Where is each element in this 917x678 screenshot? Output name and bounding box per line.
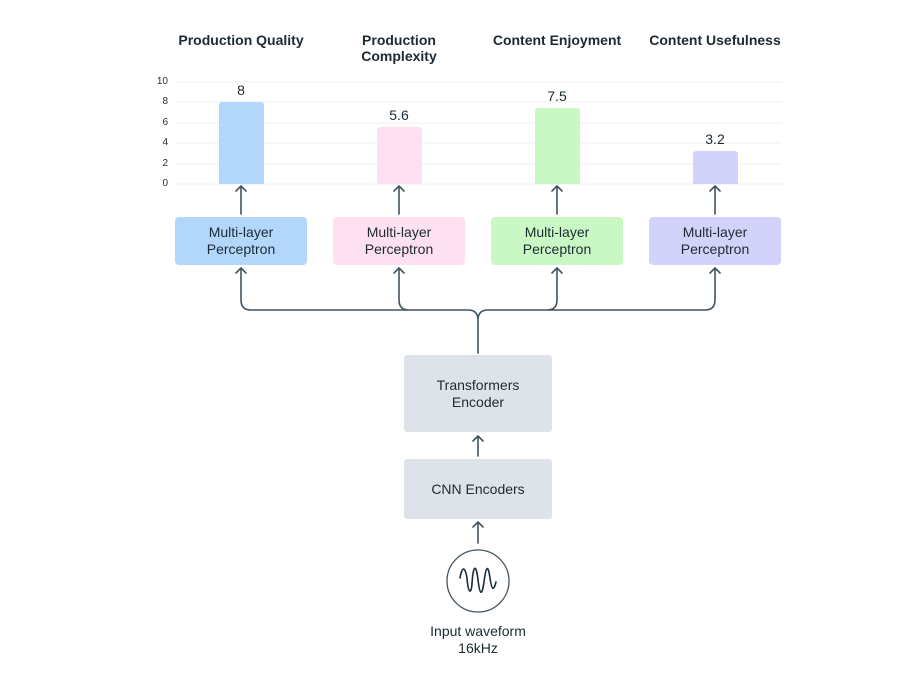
mlp-box-content-enjoyment: Multi-layer Perceptron — [491, 217, 623, 265]
input-waveform-label: Input waveform 16kHz — [430, 623, 526, 656]
arrow-mlp2-to-bar — [393, 185, 405, 215]
bar-value-content-usefulness: 3.2 — [705, 131, 725, 148]
heading-production-complexity: Production Complexity — [361, 32, 437, 64]
mlp-box-production-complexity: Multi-layer Perceptron — [333, 217, 465, 265]
y-tick-10: 10 — [156, 76, 168, 87]
arrow-mlp1-to-bar — [235, 185, 247, 215]
waveform-icon — [459, 567, 497, 594]
bar-production-complexity — [377, 126, 422, 184]
bar-production-quality — [219, 102, 264, 184]
y-tick-4: 4 — [162, 137, 168, 148]
heading-production-quality: Production Quality — [178, 32, 304, 48]
y-tick-2: 2 — [162, 158, 168, 169]
heading-content-usefulness: Content Usefulness — [649, 32, 781, 48]
arrow-mlp3-to-bar — [551, 185, 563, 215]
arrow-waveform-to-cnn — [472, 521, 484, 544]
y-tick-0: 0 — [162, 178, 168, 189]
branch-arrowheads — [235, 267, 721, 274]
heading-content-enjoyment: Content Enjoyment — [492, 32, 622, 48]
arrow-mlp4-to-bar — [709, 185, 721, 215]
mlp-box-production-quality: Multi-layer Perceptron — [175, 217, 307, 265]
transformers-encoder-box: Transformers Encoder — [404, 355, 552, 432]
y-tick-8: 8 — [162, 96, 168, 107]
bar-content-usefulness — [693, 151, 738, 184]
arrow-cnn-to-transformer — [472, 435, 484, 457]
mlp-box-content-usefulness: Multi-layer Perceptron — [649, 217, 781, 265]
bar-value-production-complexity: 5.6 — [389, 106, 409, 123]
bar-value-production-quality: 8 — [237, 82, 245, 99]
bar-value-content-enjoyment: 7.5 — [547, 87, 567, 104]
bar-content-enjoyment — [535, 107, 580, 184]
branch-connector — [240, 267, 716, 354]
cnn-encoders-box: CNN Encoders — [404, 459, 552, 519]
y-tick-6: 6 — [162, 117, 168, 128]
